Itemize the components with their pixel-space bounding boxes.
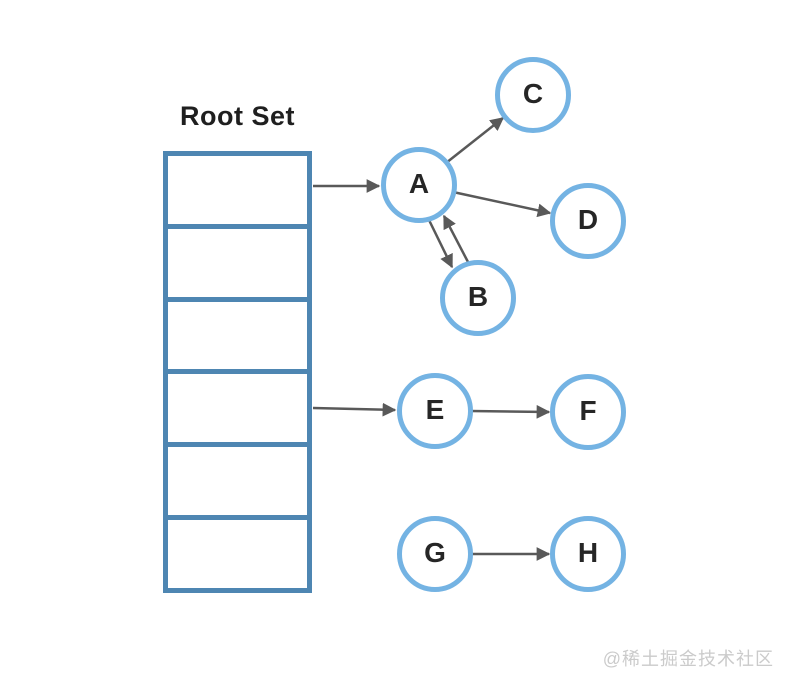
- node-label-B: B: [467, 281, 489, 312]
- root-set-cell-6: [168, 520, 307, 588]
- node-D: D: [550, 183, 626, 259]
- watermark-text: @稀土掘金技术社区: [602, 649, 774, 669]
- root-set-stack: [163, 151, 312, 593]
- node-label-G: G: [424, 537, 446, 568]
- node-C: C: [495, 57, 571, 133]
- node-A: A: [381, 147, 457, 223]
- node-label-A: A: [408, 168, 430, 199]
- root-set-cell-2: [168, 228, 307, 302]
- node-label-D: D: [577, 204, 599, 235]
- node-H: H: [550, 516, 626, 592]
- edge-rootcell4-to-E: [312, 402, 397, 417]
- node-E: E: [397, 373, 473, 449]
- node-label-C: C: [522, 78, 544, 109]
- root-set-cell-5: [168, 447, 307, 521]
- node-B: B: [440, 260, 516, 336]
- node-label-F: F: [579, 395, 597, 426]
- node-label-E: E: [425, 394, 445, 425]
- root-set-cell-1: [168, 156, 307, 229]
- root-set-title: Root Set: [180, 101, 295, 131]
- root-set-cell-3: [168, 301, 307, 375]
- node-G: G: [397, 516, 473, 592]
- edge-B-to-A: [442, 214, 470, 263]
- edge-A-to-D: [452, 190, 552, 218]
- node-label-H: H: [577, 537, 599, 568]
- edge-A-to-B: [427, 219, 454, 269]
- edge-A-to-C: [445, 117, 505, 164]
- root-set-cell-4: [168, 374, 307, 448]
- edge-E-to-F: [469, 404, 551, 419]
- node-F: F: [550, 374, 626, 450]
